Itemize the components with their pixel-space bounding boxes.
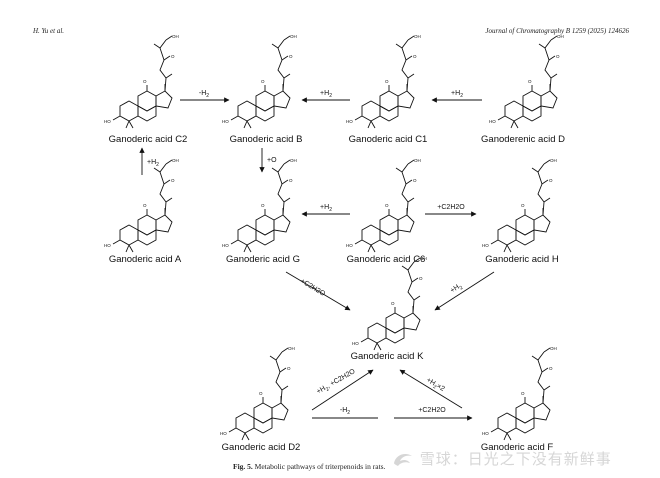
label-ganoderic-acid-c6: Ganoderic acid C6 — [347, 254, 426, 265]
arrow-f-to-k — [399, 369, 463, 409]
watermark-text: 雪球：日光之下没有新鲜事 — [419, 450, 612, 468]
reaction-minus-h2-d2-f: -H2 — [340, 407, 350, 416]
label-ganoderic-acid-d2: Ganoderic acid D2 — [222, 442, 301, 453]
arrow-h-to-k — [434, 271, 495, 311]
label-ganoderic-acid-a: Ganoderic acid A — [109, 254, 182, 265]
structure-ganoderic-acid-c1 — [345, 33, 422, 129]
running-header-authors: H. Yu et al. — [33, 27, 65, 35]
label-ganoderenic-acid-d: Ganoderenic acid D — [481, 134, 565, 145]
reaction-plus-h2-d-c1: +H2 — [451, 90, 463, 99]
label-ganoderic-acid-f: Ganoderic acid F — [481, 442, 554, 453]
reaction-plus-h2-c6-g: +H2 — [320, 204, 332, 213]
reaction-c2h2o-d2-f: +C2H2O — [418, 407, 446, 414]
watermark: 雪球：日光之下没有新鲜事 — [392, 448, 612, 469]
figure-label: Fig. 5. — [233, 462, 253, 471]
arrow-g-to-k — [285, 271, 351, 311]
structure-ganoderic-acid-c2 — [103, 33, 180, 129]
label-ganoderic-acid-k: Ganoderic acid K — [351, 351, 425, 362]
structure-ganoderenic-acid-d — [488, 33, 565, 129]
snowball-logo-icon — [394, 454, 412, 466]
reaction-plus-h2-x2-f-k: +H2×2 — [424, 377, 446, 395]
structure-ganoderic-acid-a — [103, 157, 180, 253]
running-header-journal: Journal of Chromatography B 1259 (2025) … — [485, 27, 629, 35]
label-ganoderic-acid-c2: Ganoderic acid C2 — [109, 134, 188, 145]
label-ganoderic-acid-c1: Ganoderic acid C1 — [349, 134, 428, 145]
figure-caption: Fig. 5. Metabolic pathways of triterpeno… — [233, 462, 385, 471]
structure-ganoderic-acid-k — [351, 255, 428, 351]
label-ganoderic-acid-g: Ganoderic acid G — [226, 254, 300, 265]
structure-ganoderic-acid-g — [221, 157, 298, 253]
arrow-d2-to-k — [311, 369, 374, 411]
structure-ganoderic-acid-d2 — [219, 345, 296, 441]
reaction-plus-h2-h-k: +H2 — [449, 282, 464, 296]
reaction-c2h2o-g-k: +C2H2O — [299, 278, 327, 298]
structure-ganoderic-acid-b — [221, 33, 298, 129]
structure-ganoderic-acid-c6 — [345, 157, 422, 253]
reaction-plus-h2-c1-b: +H2 — [320, 90, 332, 99]
label-ganoderic-acid-h: Ganoderic acid H — [485, 254, 559, 265]
structure-ganoderic-acid-f — [481, 345, 558, 441]
reaction-plus-h2-a-c2: +H2 — [147, 159, 159, 168]
reaction-c2h2o-c6-h: +C2H2O — [437, 204, 465, 211]
label-ganoderic-acid-b: Ganoderic acid B — [230, 134, 303, 145]
reaction-plus-o-b-g: +O — [267, 157, 277, 164]
figure-caption-text: Metabolic pathways of triterpenoids in r… — [254, 462, 386, 471]
reaction-minus-h2-c2-b: -H2 — [199, 90, 209, 99]
structure-ganoderic-acid-h — [481, 157, 558, 253]
reaction-plus-h2-c2h2o-d2-k: +H2, +C2H2O — [316, 368, 358, 398]
